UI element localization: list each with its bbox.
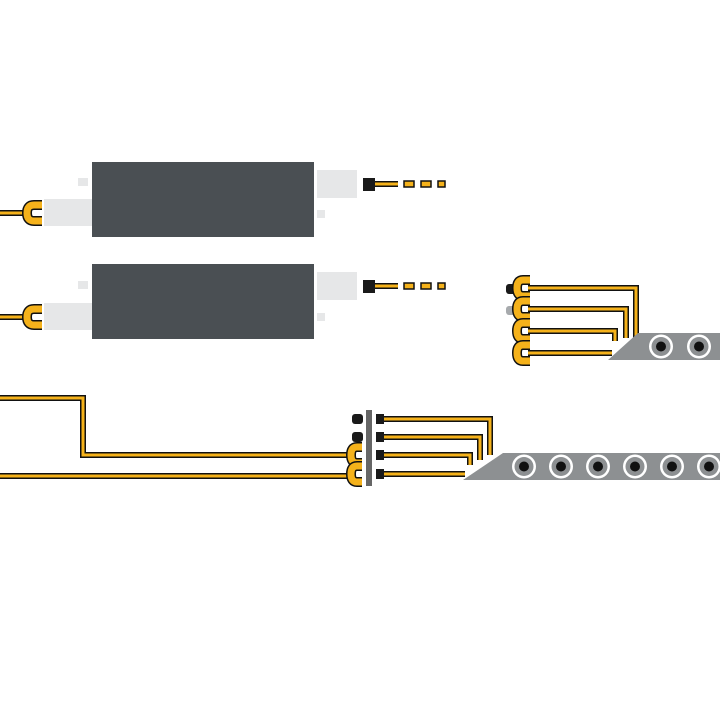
module-2-input-tab (44, 303, 92, 330)
led-strip-icon (608, 333, 720, 360)
led-chip (556, 461, 566, 472)
four-pin-connector-icon (506, 275, 530, 366)
large-strip-wires (382, 416, 493, 477)
led-chip (519, 461, 529, 472)
dashed-cable-lead-icon (363, 280, 446, 293)
module-2-nub-right (317, 313, 325, 321)
led-chip (630, 461, 640, 472)
module-1-input-tab (44, 199, 92, 226)
module-1-nub-left (78, 178, 88, 186)
power-supply-module-icon (92, 264, 314, 339)
small-led-strip-assembly (506, 275, 720, 366)
module-2-nub-left (78, 281, 88, 289)
power-supply-module-1 (0, 162, 446, 237)
led-chip (704, 461, 714, 472)
four-pin-connector-icon (345, 410, 384, 487)
power-supply-module-icon (92, 162, 314, 237)
led-chip (667, 461, 677, 472)
module-1-output-tab (317, 170, 357, 198)
small-strip-wires (528, 285, 639, 356)
module-2-output-tab (317, 272, 357, 300)
led-chip (656, 341, 666, 352)
led-chip (593, 461, 603, 472)
module-1-nub-right (317, 210, 325, 218)
large-strip-feed-wires (0, 395, 350, 479)
dashed-cable-lead-icon (363, 178, 446, 191)
large-led-strip-assembly (0, 395, 720, 487)
u-plug-connector-icon (23, 305, 42, 329)
led-strip-icon (463, 453, 720, 480)
u-plug-connector-icon (23, 201, 42, 225)
power-supply-module-2 (0, 264, 446, 339)
connector-bar (366, 410, 372, 486)
led-chip (694, 341, 704, 352)
